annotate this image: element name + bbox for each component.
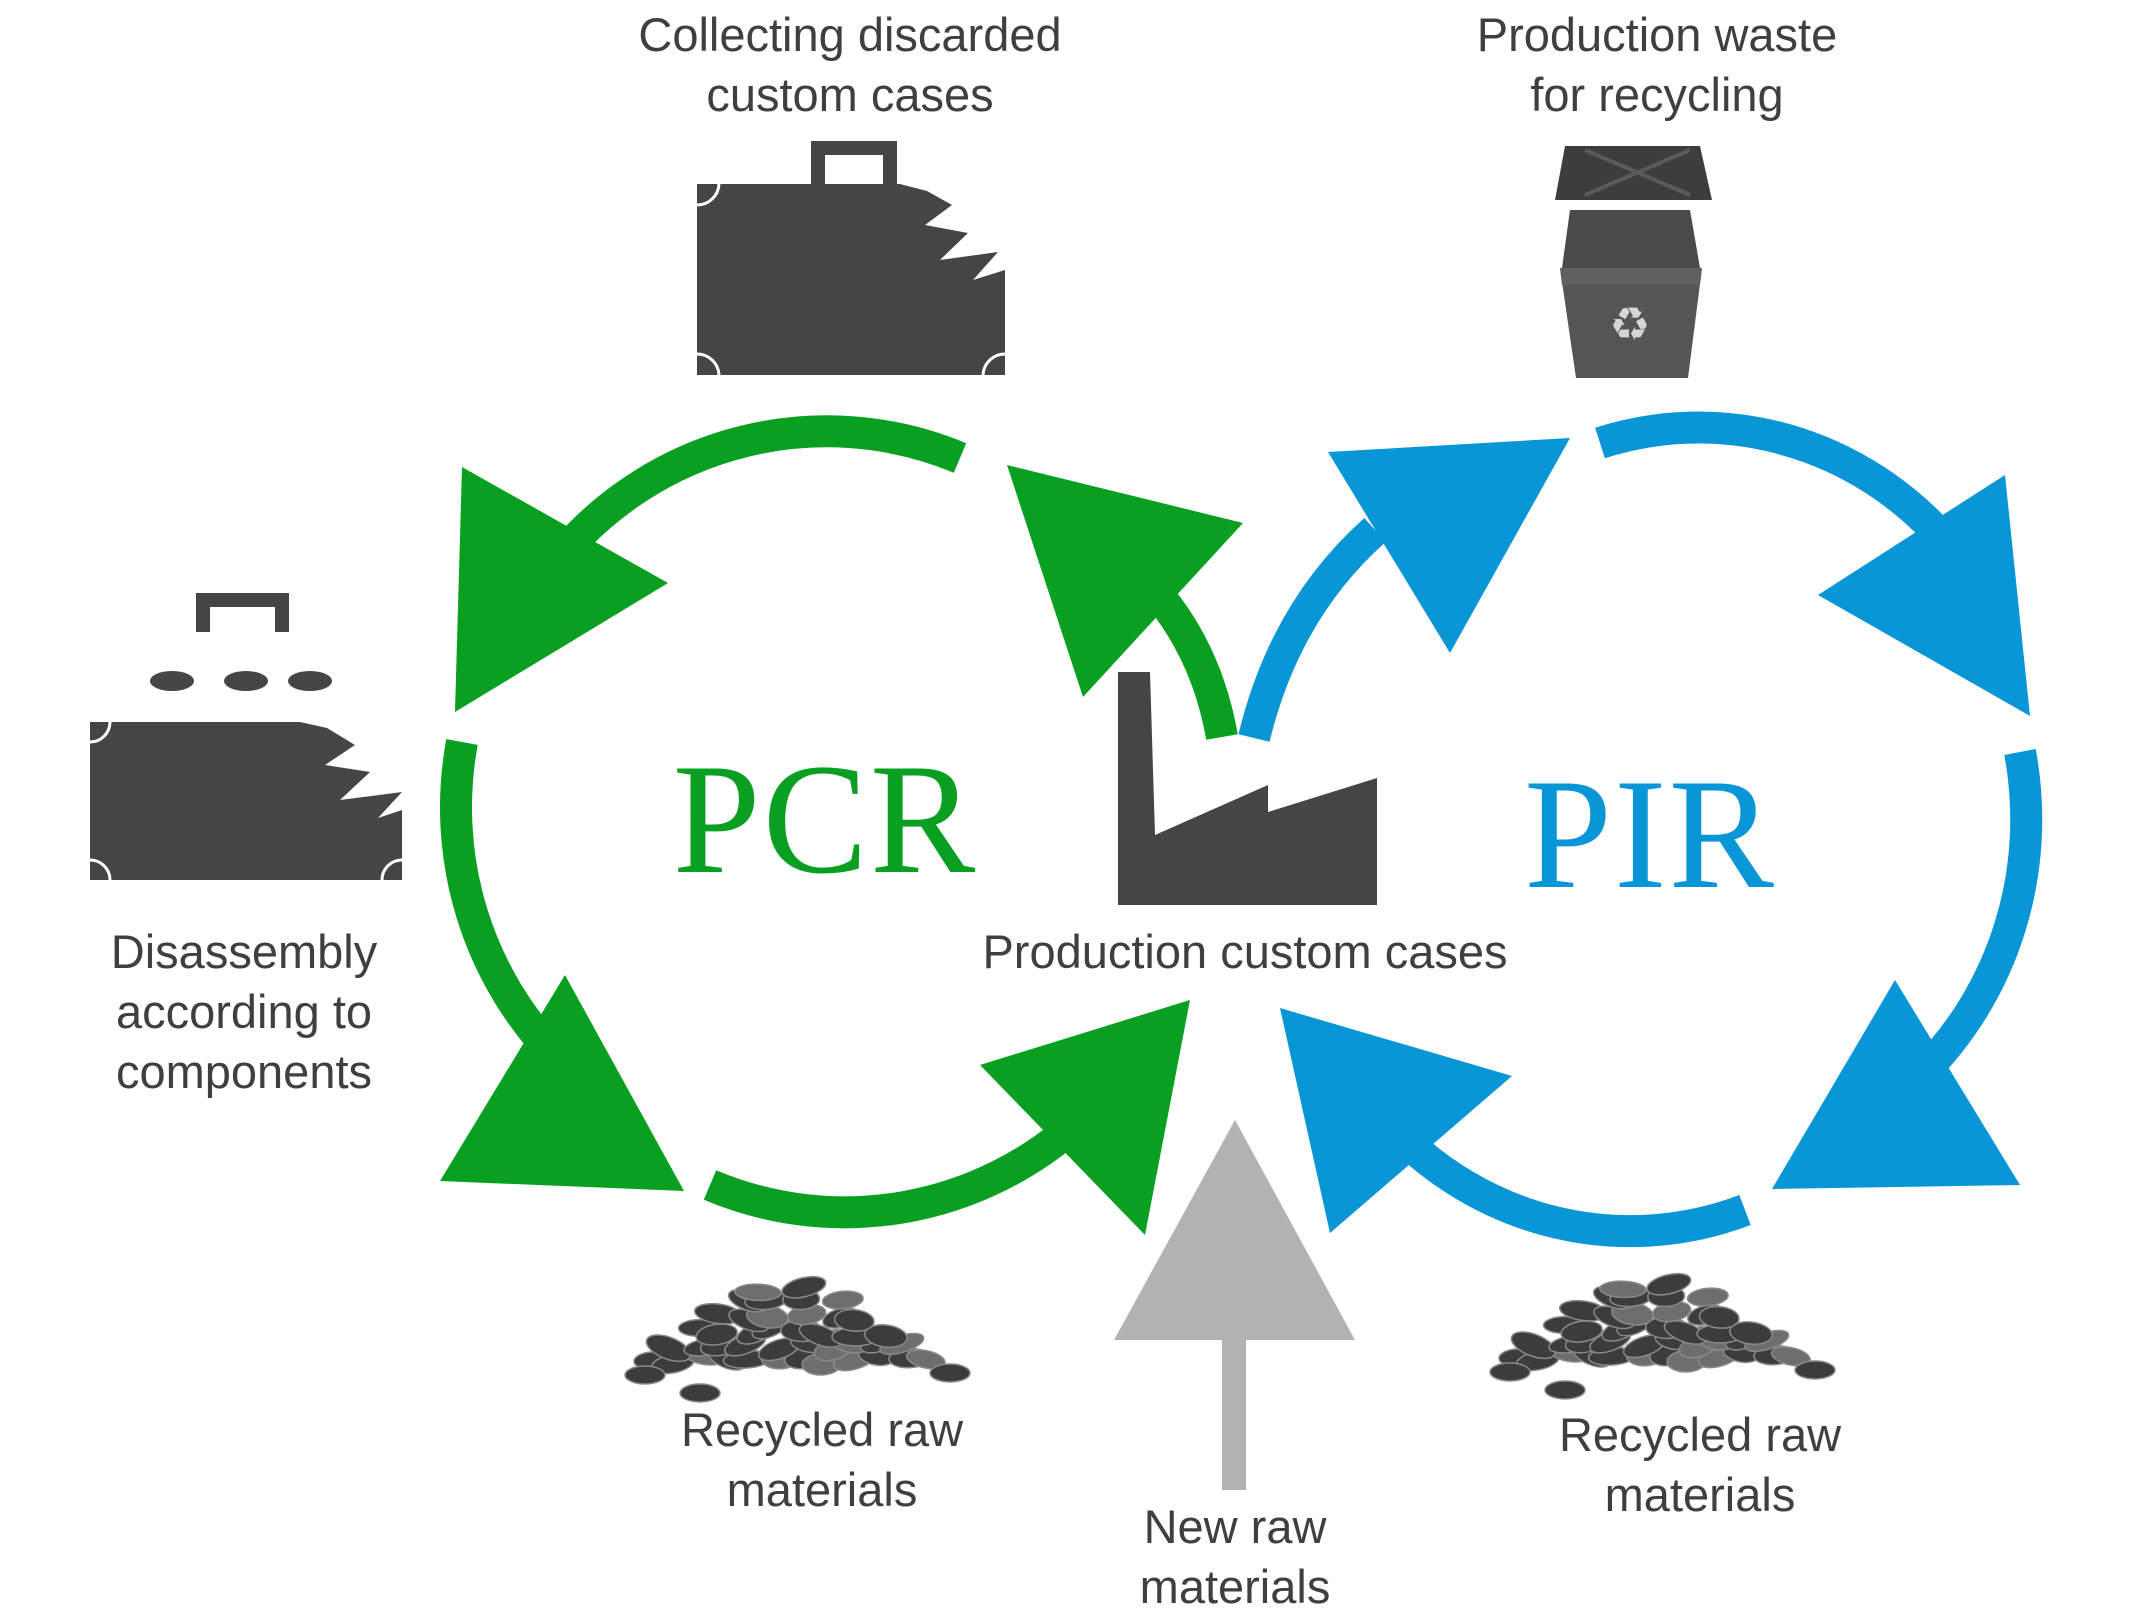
svg-text:♻: ♻ [1609,297,1650,351]
disassembly-label: Disassembly according to components [110,925,378,1098]
new-raw-arrow [1114,1120,1355,1490]
pir-arrowheads [1280,438,2030,1233]
factory-icon [1118,672,1377,905]
collecting-label: Collecting discarded custom cases [638,8,1062,121]
recycled-right-label: Recycled raw materials [1558,1408,1842,1521]
pcr-arc-top [528,415,967,590]
new-raw-label: New raw materials [1139,1500,1331,1613]
pcr-arrowheads [440,465,1243,1235]
disassembled-suitcase-icon [89,593,403,881]
production-label: Production custom cases [982,925,1508,978]
broken-suitcase-icon [696,141,1006,376]
pir-arrowhead-factory [1328,438,1570,653]
pir-loop [1238,411,2043,1248]
pir-arrowhead-right [1818,475,2030,716]
pcr-arrowhead-right [980,1000,1190,1235]
pcr-arrowhead-bottom [440,975,684,1191]
pcr-label: PCR [672,732,978,907]
pcr-arrowhead-factory [1007,465,1243,697]
recycled-left-label: Recycled raw materials [680,1403,964,1516]
pir-arrowhead-left [1280,1008,1512,1233]
granulate-pile-icon [624,1275,971,1403]
production-waste-label: Production waste for recycling [1476,8,1838,121]
pir-label: PIR [1524,747,1776,922]
pcr-arrowhead-left [455,467,668,712]
pir-arc-bottom [1378,1114,1751,1248]
granulate-pile-icon [1489,1272,1836,1400]
pir-arrowhead-bottom [1772,980,2020,1189]
recycling-bin-icon: ♻ [1555,146,1712,378]
pcr-arc-bottom [703,1108,1091,1229]
pir-arc-right [1908,749,2043,1087]
pcr-arc-left [440,739,572,1072]
pir-arc-factory [1238,518,1386,742]
